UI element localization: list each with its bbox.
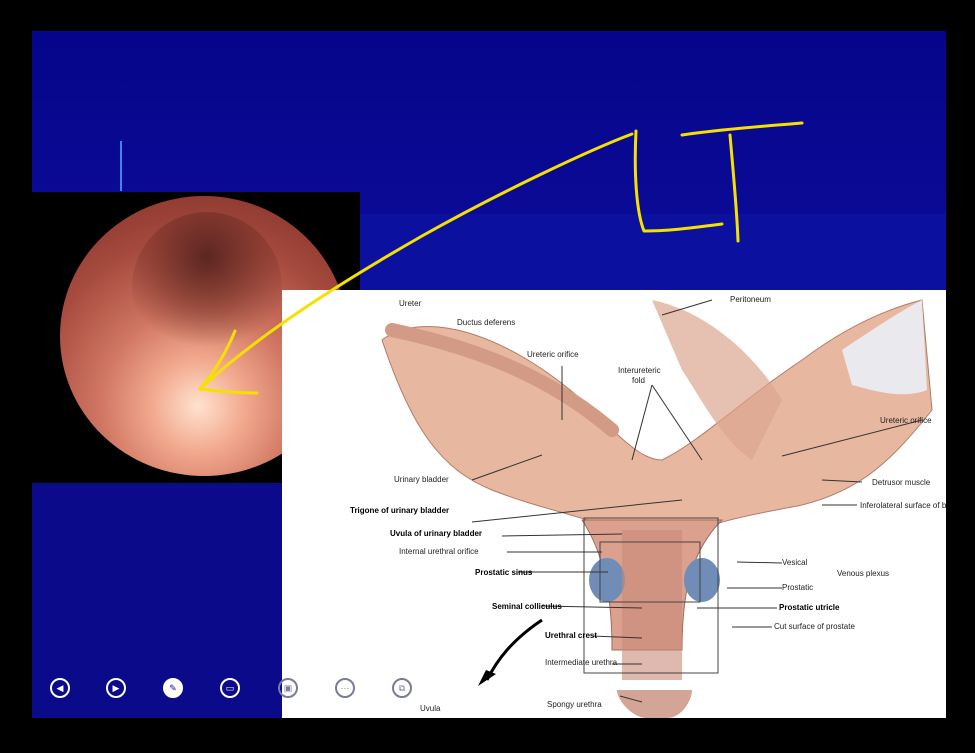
- label-urethral-crest: Urethral crest: [545, 631, 598, 640]
- mucosal-fold: [132, 212, 282, 362]
- ink-annotation: LT: [32, 31, 804, 395]
- label-detrusor-muscle: Detrusor muscle: [872, 478, 931, 487]
- slide-left-strip: [32, 482, 282, 718]
- label-venous-plexus: Venous plexus: [837, 569, 890, 578]
- decorative-line: [120, 141, 122, 191]
- label-intermediate-urethra: Intermediate urethra: [545, 658, 618, 667]
- zoom-icon[interactable]: ▣: [278, 678, 298, 698]
- label-seminal-colliculus: Seminal colliculus: [492, 602, 562, 611]
- bladder-anatomy-diagram: Peritoneum Ureter Ductus deferens Ureter…: [282, 290, 946, 718]
- label-ureteric-orifice-right: Ureteric orifice: [880, 416, 932, 425]
- label-ductus-deferens: Ductus deferens: [457, 318, 516, 327]
- label-internal-urethral-orifice: Internal urethral orifice: [399, 547, 479, 556]
- slide: Peritoneum Ureter Ductus deferens Ureter…: [32, 31, 946, 718]
- label-prostatic-sinus: Prostatic sinus: [475, 568, 533, 577]
- label-fold: fold: [632, 376, 645, 385]
- label-vesical: Vesical: [782, 558, 808, 567]
- label-inferolateral-surface: Inferolateral surface of bladder: [860, 501, 946, 510]
- anatomy-illustration: [381, 299, 933, 718]
- more-icon[interactable]: ···: [335, 678, 355, 698]
- label-cut-surface: Cut surface of prostate: [774, 622, 855, 631]
- label-ureter: Ureter: [399, 299, 422, 308]
- label-spongy-urethra: Spongy urethra: [547, 700, 602, 709]
- subtitles-icon[interactable]: ▭: [220, 678, 240, 698]
- label-uvula: Uvula: [420, 704, 441, 713]
- previous-icon[interactable]: ◀: [50, 678, 70, 698]
- label-urinary-bladder: Urinary bladder: [394, 475, 449, 484]
- label-ureteric-orifice-left: Ureteric orifice: [527, 350, 579, 359]
- label-interureteric: Interureteric: [618, 366, 661, 375]
- label-prostatic: Prostatic: [782, 583, 814, 592]
- label-peritoneum: Peritoneum: [730, 295, 771, 304]
- pen-icon[interactable]: ✎: [163, 678, 183, 698]
- endoscopy-image: [32, 192, 360, 483]
- slide-mid-band: [360, 214, 946, 290]
- label-prostatic-utricle: Prostatic utricle: [779, 603, 840, 612]
- screens-icon[interactable]: ⧉: [392, 678, 412, 698]
- next-icon[interactable]: ▶: [106, 678, 126, 698]
- label-uvula-bladder: Uvula of urinary bladder: [390, 529, 483, 538]
- label-trigone: Trigone of urinary bladder: [350, 506, 450, 515]
- annotation-text: LT: [32, 31, 50, 35]
